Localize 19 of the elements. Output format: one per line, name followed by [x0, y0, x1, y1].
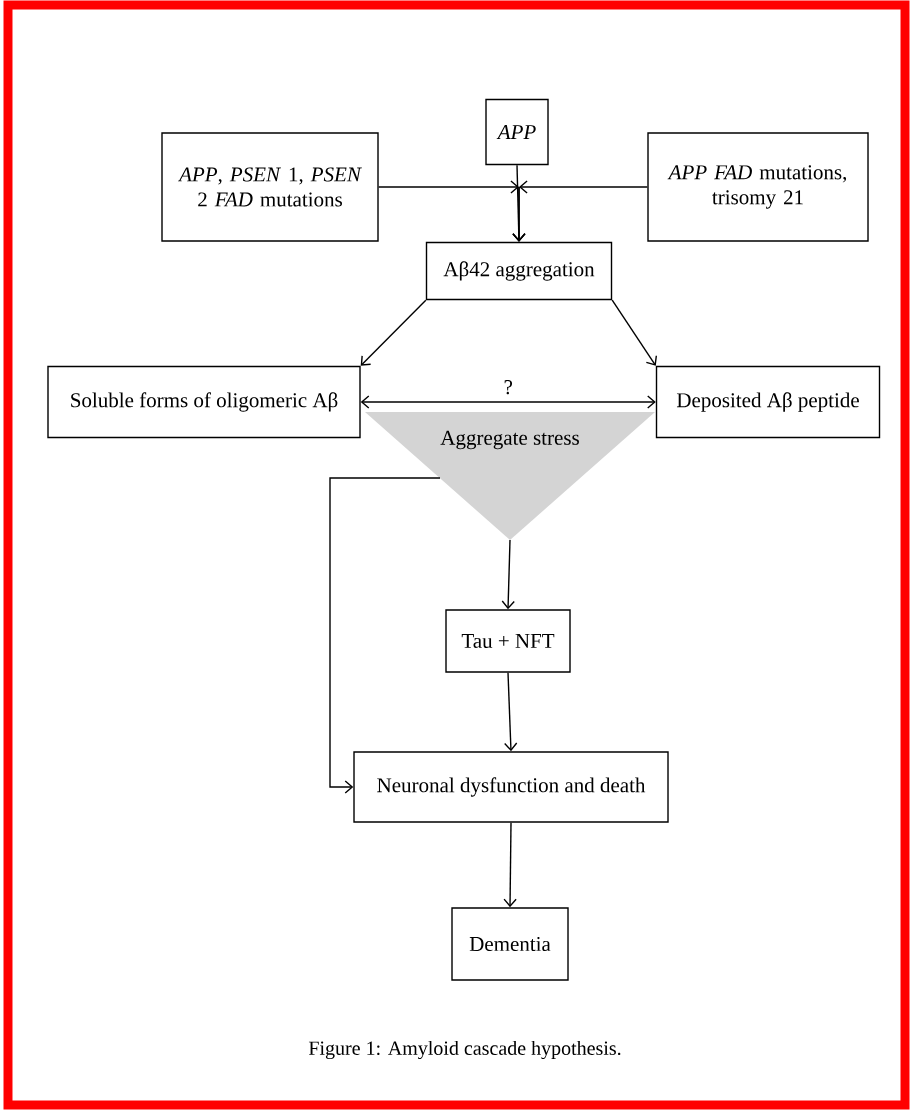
process-box: APP, PSEN 1, PSEN 2 FAD mutations	[161, 132, 379, 242]
arrow	[360, 395, 656, 409]
arrow	[329, 477, 441, 794]
arrow	[360, 299, 427, 366]
process-box: Tau + NFT	[445, 609, 571, 673]
arrow	[512, 180, 648, 242]
process-box: Neuronal dysfunction and death	[353, 751, 669, 823]
arrow	[503, 822, 517, 908]
process-box: APP	[485, 98, 549, 166]
process-box: Deposited Aβ peptide	[655, 365, 881, 439]
caption: Figure 1: Amyloid cascade hypothesis.	[308, 1040, 621, 1060]
arrow	[611, 299, 658, 366]
process-box: Dementia	[451, 907, 569, 981]
edge-label: ?	[504, 380, 513, 395]
arrow	[504, 672, 518, 752]
process-box: APP FAD mutations, trisomy 21	[647, 132, 869, 242]
process-box: Aβ42 aggregation	[425, 241, 613, 301]
arrow	[501, 539, 515, 610]
process-box: Soluble forms of oligomeric Aβ	[47, 365, 361, 439]
